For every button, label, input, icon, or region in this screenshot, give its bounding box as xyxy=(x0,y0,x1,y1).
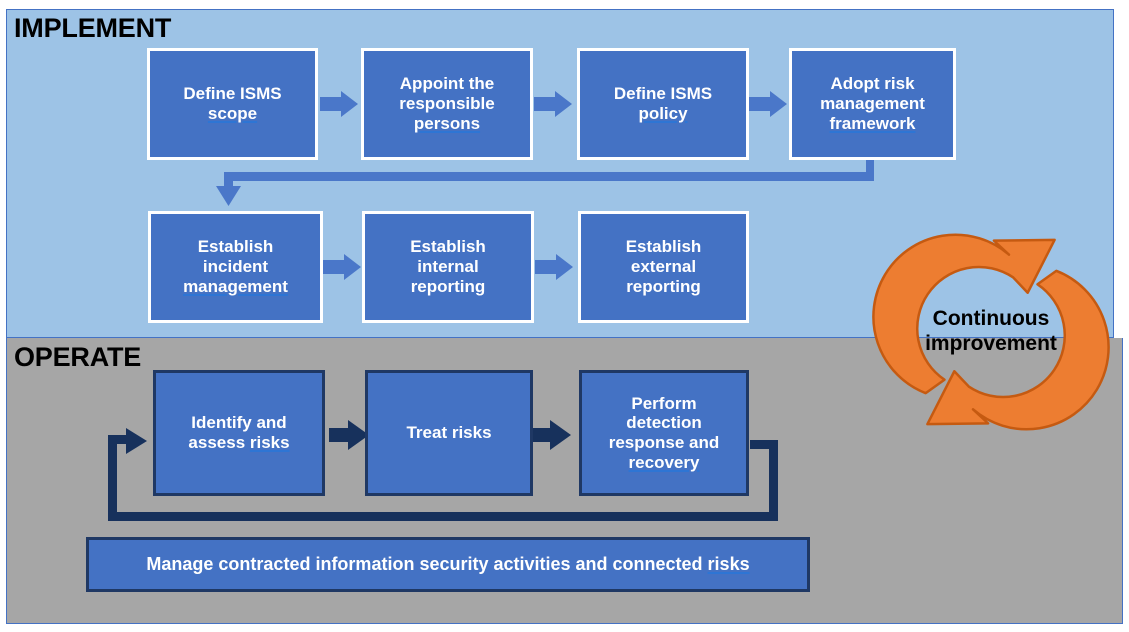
box-establish-internal-reporting[interactable]: Establish internal reporting xyxy=(362,211,534,323)
box-appoint-responsible-persons[interactable]: Appoint the responsible persons xyxy=(361,48,533,160)
box-line-3: management xyxy=(183,276,288,296)
box-line-3: reporting xyxy=(626,276,701,296)
box-line-1: Define ISMS xyxy=(613,84,713,104)
box-line-1: Identify and xyxy=(191,413,287,433)
box-line-3: reporting xyxy=(410,276,486,296)
box-line-2: incident xyxy=(202,257,269,277)
box-establish-external-reporting[interactable]: Establish external reporting xyxy=(578,211,749,323)
operate-section-title: OPERATE xyxy=(14,342,142,372)
box-line-2: assess risks xyxy=(182,433,295,453)
box-line-4: recovery xyxy=(628,452,700,472)
box-line-2: management xyxy=(820,94,925,114)
banner-text-main: Manage contracted information security a… xyxy=(146,554,708,575)
box-line-1: Establish xyxy=(197,237,274,257)
box-line-2: scope xyxy=(207,104,258,123)
box-line-1: Establish xyxy=(410,237,486,257)
banner-text: Manage contracted information security a… xyxy=(140,554,755,575)
box-line-1: Treat risks xyxy=(406,423,492,443)
box-line-2-text: assess xyxy=(188,433,250,452)
box-treat-risks[interactable]: Treat risks xyxy=(365,370,533,496)
box-perform-detection-response-recovery[interactable]: Perform detection response and recovery xyxy=(579,370,749,496)
box-identify-assess-risks[interactable]: Identify and assess risks xyxy=(153,370,325,496)
box-define-isms-scope[interactable]: Define ISMS scope xyxy=(147,48,318,160)
banner-manage-contracted-activities[interactable]: Manage contracted information security a… xyxy=(86,537,810,592)
box-define-isms-policy[interactable]: Define ISMS policy xyxy=(577,48,749,160)
implement-section-title: IMPLEMENT xyxy=(14,13,172,43)
box-line-3: framework xyxy=(829,113,916,133)
box-line-2: policy xyxy=(638,104,688,123)
box-line-2: detection xyxy=(626,413,702,433)
box-line-1: Appoint the xyxy=(399,74,495,94)
box-establish-incident-management[interactable]: Establish incident management xyxy=(148,211,323,323)
box-line-2: external xyxy=(630,257,697,277)
circular-arrows-icon xyxy=(872,233,1110,431)
box-line-1: Perform xyxy=(631,393,697,413)
box-line-2-flagged: risks xyxy=(249,433,290,452)
banner-text-flagged: risks xyxy=(707,554,750,575)
box-line-3: persons xyxy=(413,113,481,133)
continuous-improvement-cycle: Continuous improvement xyxy=(872,228,1110,436)
box-line-2: responsible xyxy=(399,94,495,114)
box-line-2: internal xyxy=(417,257,479,277)
box-adopt-risk-management-framework[interactable]: Adopt risk management framework xyxy=(789,48,956,160)
box-line-1: Establish xyxy=(625,237,702,257)
box-line-1: Define ISMS xyxy=(183,84,282,104)
box-line-1: Adopt risk xyxy=(830,74,915,94)
box-line-3: response and xyxy=(608,433,720,452)
